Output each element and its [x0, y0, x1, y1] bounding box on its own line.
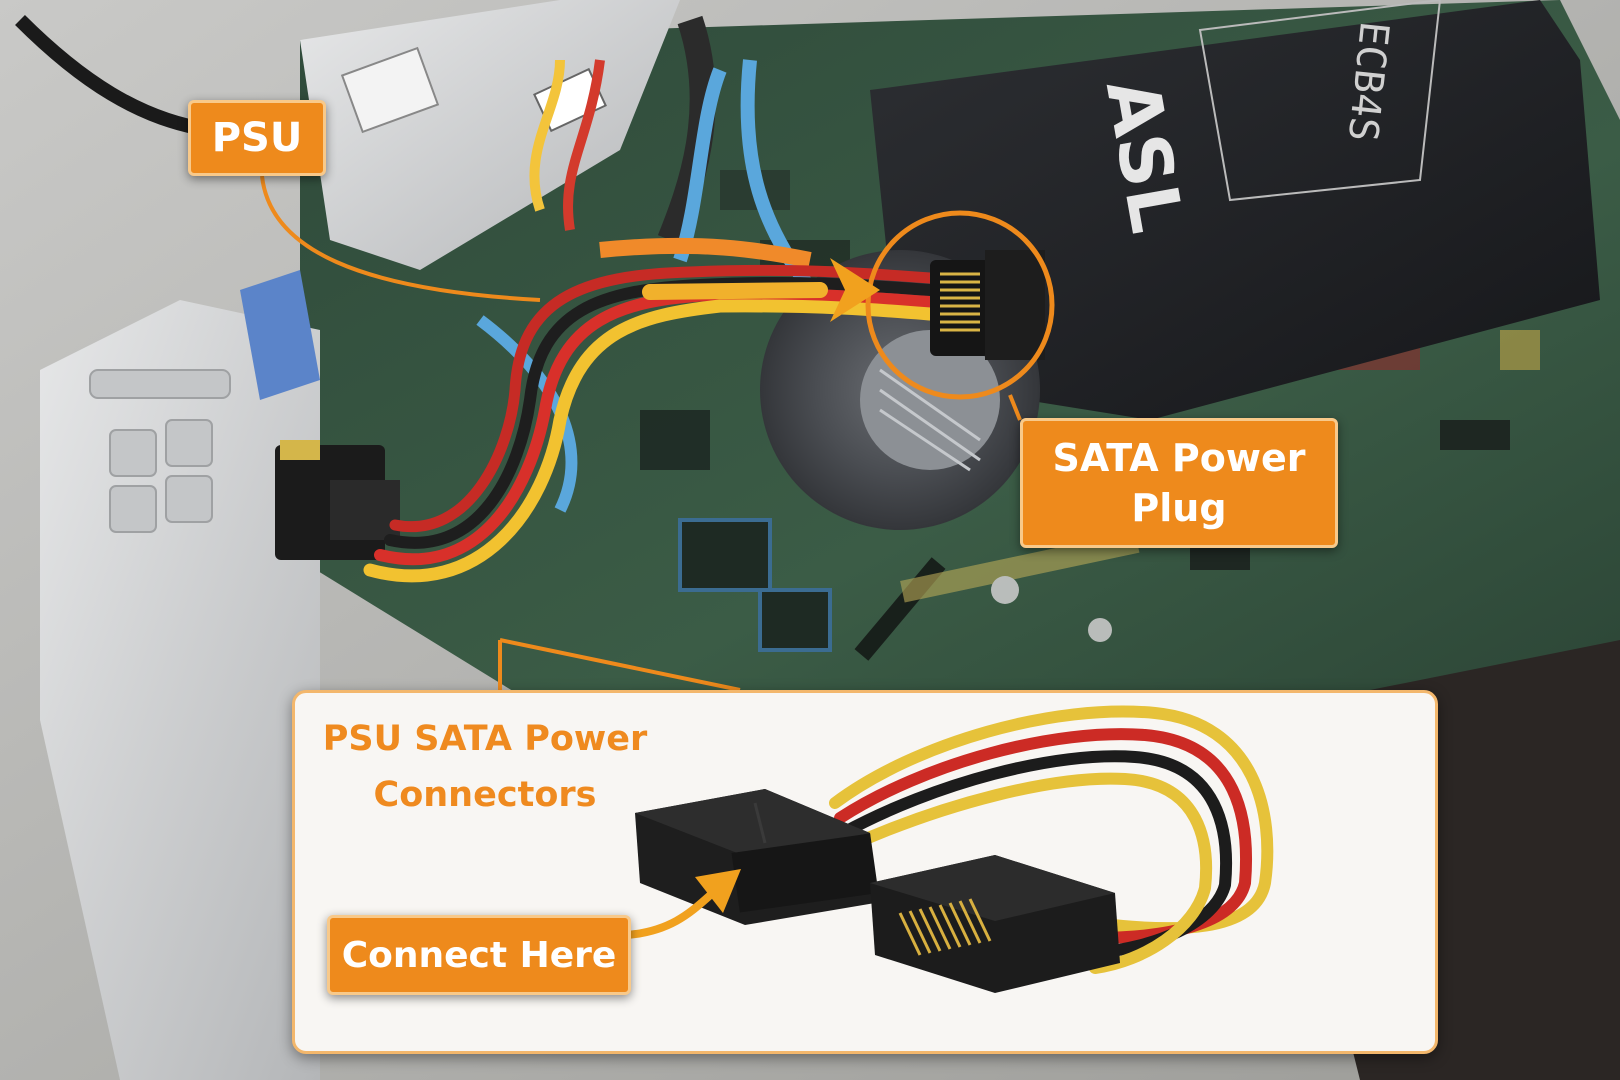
sata-female-connector: [635, 789, 879, 925]
inset-leader-line: [498, 638, 741, 692]
psu-label: PSU: [188, 100, 326, 176]
psu-label-text: PSU: [211, 115, 303, 161]
psu-sata-connectors-inset: PSU SATA Power Connectors Connect Here: [292, 690, 1438, 1054]
highlight-circle: [865, 210, 1055, 400]
sata-power-plug-label: SATA Power Plug: [1020, 418, 1338, 548]
sata-power-plug: [930, 260, 990, 356]
connect-here-arrow-icon: [623, 869, 741, 939]
sata-power-plug-label-text: SATA Power Plug: [1052, 436, 1306, 530]
sata-male-connector: [870, 855, 1120, 993]
connect-here-label: Connect Here: [327, 915, 631, 995]
sata-cable-illustration: [623, 705, 1274, 993]
arrow-to-sata-plug-icon: [642, 258, 880, 322]
psu-leader-line: [260, 175, 541, 302]
connect-here-label-text: Connect Here: [341, 934, 617, 976]
sata-plug-leader-line: [1008, 394, 1022, 421]
psu-sata-power-connectors-title: PSU SATA Power Connectors: [322, 719, 648, 815]
